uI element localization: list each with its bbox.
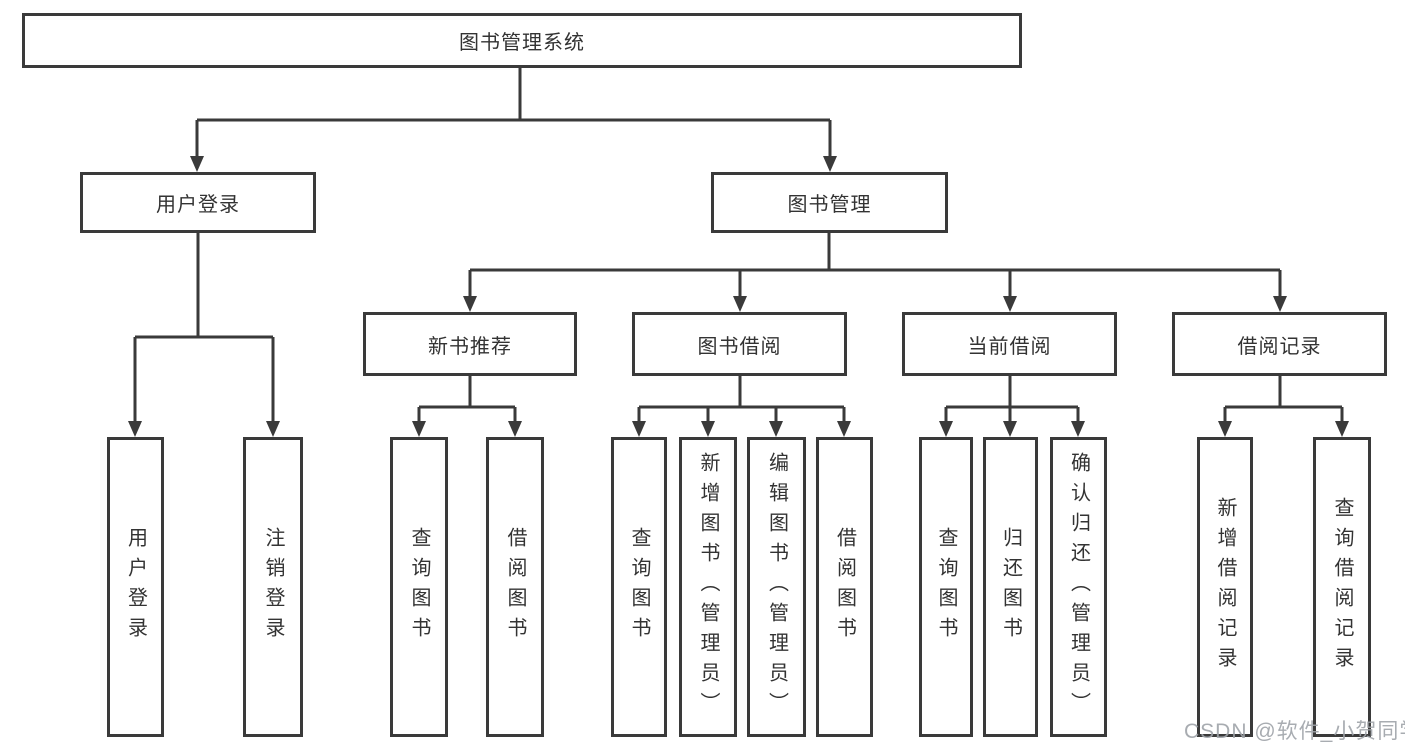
node-new-book-recommend: 新书推荐 <box>363 312 577 376</box>
leaf-query-books-2-label: 查询图书 <box>628 527 650 647</box>
connector-current-borrow-group <box>944 374 1080 423</box>
leaf-add-books-admin: 新增图书（管理员） <box>679 437 737 737</box>
leaf-query-books-3-label: 查询图书 <box>935 527 957 647</box>
node-root-label: 图书管理系统 <box>459 32 585 54</box>
leaf-return-books: 归还图书 <box>983 437 1038 737</box>
leaf-edit-books-admin: 编辑图书（管理员） <box>747 437 806 737</box>
leaf-logout: 注销登录 <box>243 437 303 737</box>
leaf-query-books-2: 查询图书 <box>611 437 667 737</box>
node-book-management: 图书管理 <box>711 172 948 233</box>
leaf-borrow-books-1-label: 借阅图书 <box>504 527 526 647</box>
leaf-add-borrow-record-label: 新增借阅记录 <box>1214 497 1236 677</box>
connector-book-management-branch <box>468 231 1282 298</box>
node-book-management-label: 图书管理 <box>787 194 872 216</box>
node-root: 图书管理系统 <box>22 13 1022 68</box>
leaf-query-borrow-record-label: 查询借阅记录 <box>1331 497 1353 677</box>
leaf-borrow-books-1: 借阅图书 <box>486 437 544 737</box>
connector-root-to-level2 <box>195 66 832 158</box>
leaf-user-login-label: 用户登录 <box>124 527 147 647</box>
leaf-confirm-return-admin-label: 确认归还（管理员） <box>1067 452 1090 722</box>
leaf-borrow-books-2-label: 借阅图书 <box>833 527 856 647</box>
csdn-watermark: CSDN @软件_小贺同学 <box>1184 720 1405 743</box>
node-book-borrow-label: 图书借阅 <box>697 335 782 358</box>
leaf-logout-label: 注销登录 <box>262 527 284 647</box>
node-user-login-label: 用户登录 <box>156 194 240 216</box>
node-user-login: 用户登录 <box>80 172 316 233</box>
connector-borrow-records-group <box>1223 374 1344 423</box>
connector-book-borrow-group <box>637 374 846 423</box>
leaf-query-borrow-record: 查询借阅记录 <box>1313 437 1371 737</box>
arrowheads <box>128 156 1349 437</box>
node-new-book-recommend-label: 新书推荐 <box>428 335 512 358</box>
leaf-borrow-books-2: 借阅图书 <box>816 437 873 737</box>
node-current-borrow-label: 当前借阅 <box>967 335 1052 358</box>
node-current-borrow: 当前借阅 <box>902 312 1117 376</box>
node-borrow-records: 借阅记录 <box>1172 312 1387 376</box>
node-borrow-records-label: 借阅记录 <box>1237 335 1322 358</box>
node-book-borrow: 图书借阅 <box>632 312 847 376</box>
leaf-edit-books-admin-label: 编辑图书（管理员） <box>765 452 788 722</box>
leaf-return-books-label: 归还图书 <box>999 527 1022 647</box>
leaf-query-books-1: 查询图书 <box>390 437 448 737</box>
leaf-user-login: 用户登录 <box>107 437 164 737</box>
leaf-add-books-admin-label: 新增图书（管理员） <box>697 452 719 722</box>
connector-user-login-branch <box>133 231 275 423</box>
leaf-query-books-3: 查询图书 <box>919 437 973 737</box>
connector-new-book-group <box>417 374 517 423</box>
leaf-query-books-1-label: 查询图书 <box>408 527 430 647</box>
leaf-add-borrow-record: 新增借阅记录 <box>1197 437 1253 737</box>
leaf-confirm-return-admin: 确认归还（管理员） <box>1050 437 1107 737</box>
